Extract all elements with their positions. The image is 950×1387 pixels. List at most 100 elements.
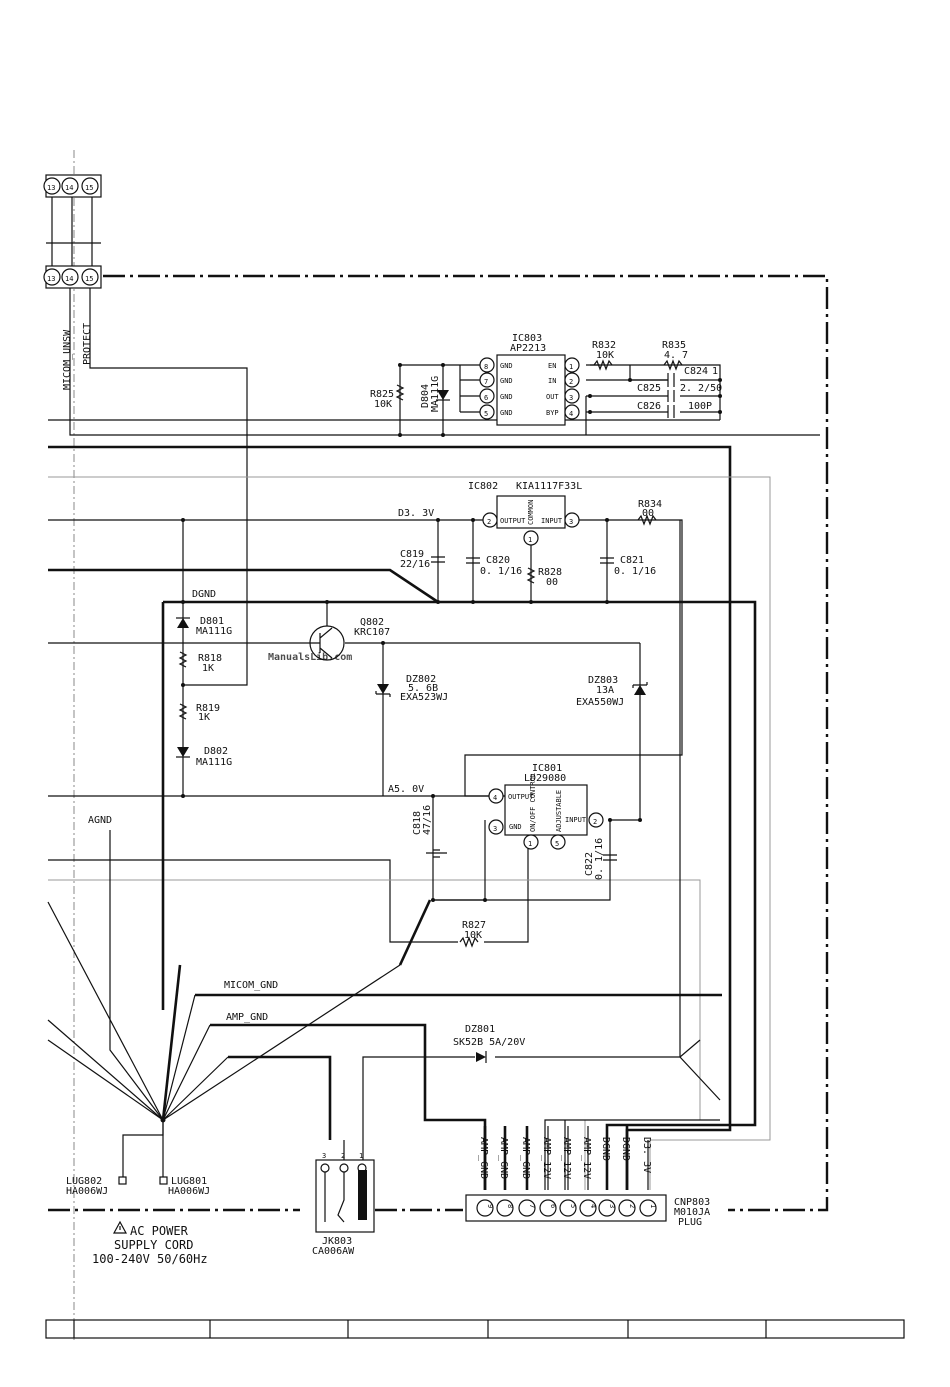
cnp803-pin-circle xyxy=(476,1199,494,1217)
ic803-pin-6: 6 GND xyxy=(479,388,513,404)
svg-text:GND: GND xyxy=(509,823,522,831)
title-strip xyxy=(45,1319,905,1339)
svg-text:3: 3 xyxy=(493,825,497,833)
svg-text:6: 6 xyxy=(484,394,488,402)
svg-text:3: 3 xyxy=(322,1152,326,1160)
svg-text:1: 1 xyxy=(528,536,532,544)
c822-ref: C822 xyxy=(584,852,595,876)
net-label-amp-gnd: AMP_GND xyxy=(226,1012,268,1023)
c826-value: 100P xyxy=(688,401,712,412)
ic801-ref: IC801 xyxy=(532,763,562,774)
q802: Q802 KRC107 xyxy=(309,600,390,661)
ic801-pin-3: 3 GND xyxy=(488,819,522,835)
r818-value: 1K xyxy=(202,663,214,674)
d801-ref: D801 xyxy=(200,616,224,627)
r834-ref: R834 xyxy=(638,499,662,510)
lug801-ref: LUG801 xyxy=(171,1176,207,1187)
dz803-value: 13A xyxy=(596,685,614,696)
cnp803-pin-signal: AMP_GND xyxy=(520,1137,531,1179)
cnp803-pin-signal: DGND xyxy=(600,1137,611,1161)
cnp803-pin-signal: AMP_12V xyxy=(561,1137,572,1179)
svg-text:15: 15 xyxy=(85,184,93,192)
svg-text:GND: GND xyxy=(500,393,513,401)
lug801: LUG801 HA006WJ xyxy=(159,1176,210,1197)
protect-circuit: D801 MA111G R818 1K R819 1K D802 MA111G xyxy=(176,600,232,798)
svg-text:EN: EN xyxy=(548,362,556,370)
c822-value: 0. 1/16 xyxy=(594,838,605,880)
cnp803-pin-circle xyxy=(598,1199,616,1217)
cnp803-pin-1: 1D3. 3V xyxy=(639,1137,657,1217)
svg-text:8: 8 xyxy=(484,363,488,371)
connector-top-pin-14: 14 14 xyxy=(61,177,79,286)
watermark: ManualsLib.com xyxy=(268,651,352,663)
r819-ref: R819 xyxy=(196,703,220,714)
svg-text:OUT: OUT xyxy=(546,393,559,401)
svg-text:4: 4 xyxy=(569,410,573,418)
svg-text:ADJUSTABLE: ADJUSTABLE xyxy=(555,790,563,832)
r818-ref: R818 xyxy=(198,653,222,664)
cnp803-pin-signal: D3. 3V xyxy=(641,1137,652,1173)
lug802: LUG802 HA006WJ xyxy=(66,1176,127,1197)
svg-text:ON/OFF CONTROL: ON/OFF CONTROL xyxy=(529,773,537,832)
svg-text:GND: GND xyxy=(500,409,513,417)
svg-text:1: 1 xyxy=(359,1152,363,1160)
connector-top-pin-13: 13 13 xyxy=(43,177,61,286)
svg-text:2: 2 xyxy=(487,518,491,526)
r832-value: 10K xyxy=(596,350,614,361)
dz802-ref: DZ802 xyxy=(406,674,436,685)
c820-value: 0. 1/16 xyxy=(480,566,522,577)
cnp803-ref: CNP803 xyxy=(674,1197,710,1208)
c821-value: 0. 1/16 xyxy=(614,566,656,577)
svg-text:1: 1 xyxy=(528,840,532,848)
cnp803-pin-circle xyxy=(579,1199,597,1217)
svg-text:COMMON: COMMON xyxy=(527,500,535,525)
svg-text:7: 7 xyxy=(484,378,488,386)
c824-ref: C824 xyxy=(684,366,708,377)
net-label-dgnd: DGND xyxy=(192,589,216,600)
net-label-micom-gnd: MICOM_GND xyxy=(224,980,278,991)
ic802-ref: IC802 xyxy=(468,481,498,492)
cnp803-pin-number: 2 xyxy=(628,1204,636,1208)
ic801-pin-1: 1 ON/OFF CONTROL xyxy=(523,773,539,850)
r828-value: 00 xyxy=(546,577,558,588)
connector-top-pin-15: 15 15 xyxy=(81,177,99,286)
cnp803-pin-signal: AMP_GND xyxy=(498,1137,509,1179)
ic803-pin-1: 1 EN xyxy=(548,357,580,373)
c821-ref: C821 xyxy=(620,555,644,566)
svg-text:1: 1 xyxy=(569,363,573,371)
svg-text:15: 15 xyxy=(85,275,93,283)
cnp803-pin-number: 3 xyxy=(608,1204,616,1208)
warning-triangle-icon xyxy=(112,1220,128,1234)
ac-power-line2: SUPPLY CORD xyxy=(114,1238,193,1252)
cnp803-pin-number: 9 xyxy=(486,1204,494,1208)
q802-value: KRC107 xyxy=(354,627,390,638)
c818-value: 47/16 xyxy=(422,805,433,835)
net-label-protect: PROTECT xyxy=(82,323,93,365)
r819-value: 1K xyxy=(198,712,210,723)
jk803-ref: JK803 xyxy=(322,1236,352,1247)
c818-ref: C818 xyxy=(412,811,423,835)
wiring xyxy=(48,288,820,1190)
dz802-part: EXA523WJ xyxy=(400,692,448,703)
c820-ref: C820 xyxy=(486,555,510,566)
cnp803-pin-number: 5 xyxy=(569,1204,577,1208)
d802-ref: D802 xyxy=(204,746,228,757)
r827-value: 10K xyxy=(464,930,482,941)
dz803-ref: DZ803 xyxy=(588,675,618,686)
ic801-part: LD29080 xyxy=(524,773,566,784)
lug802-ref: LUG802 xyxy=(66,1176,102,1187)
dz801-ref: DZ801 xyxy=(465,1024,495,1035)
cnp803-pin-circle xyxy=(539,1199,557,1217)
c826-ref: C826 xyxy=(637,401,661,412)
dz801-value: SK52B 5A/20V xyxy=(453,1037,525,1048)
